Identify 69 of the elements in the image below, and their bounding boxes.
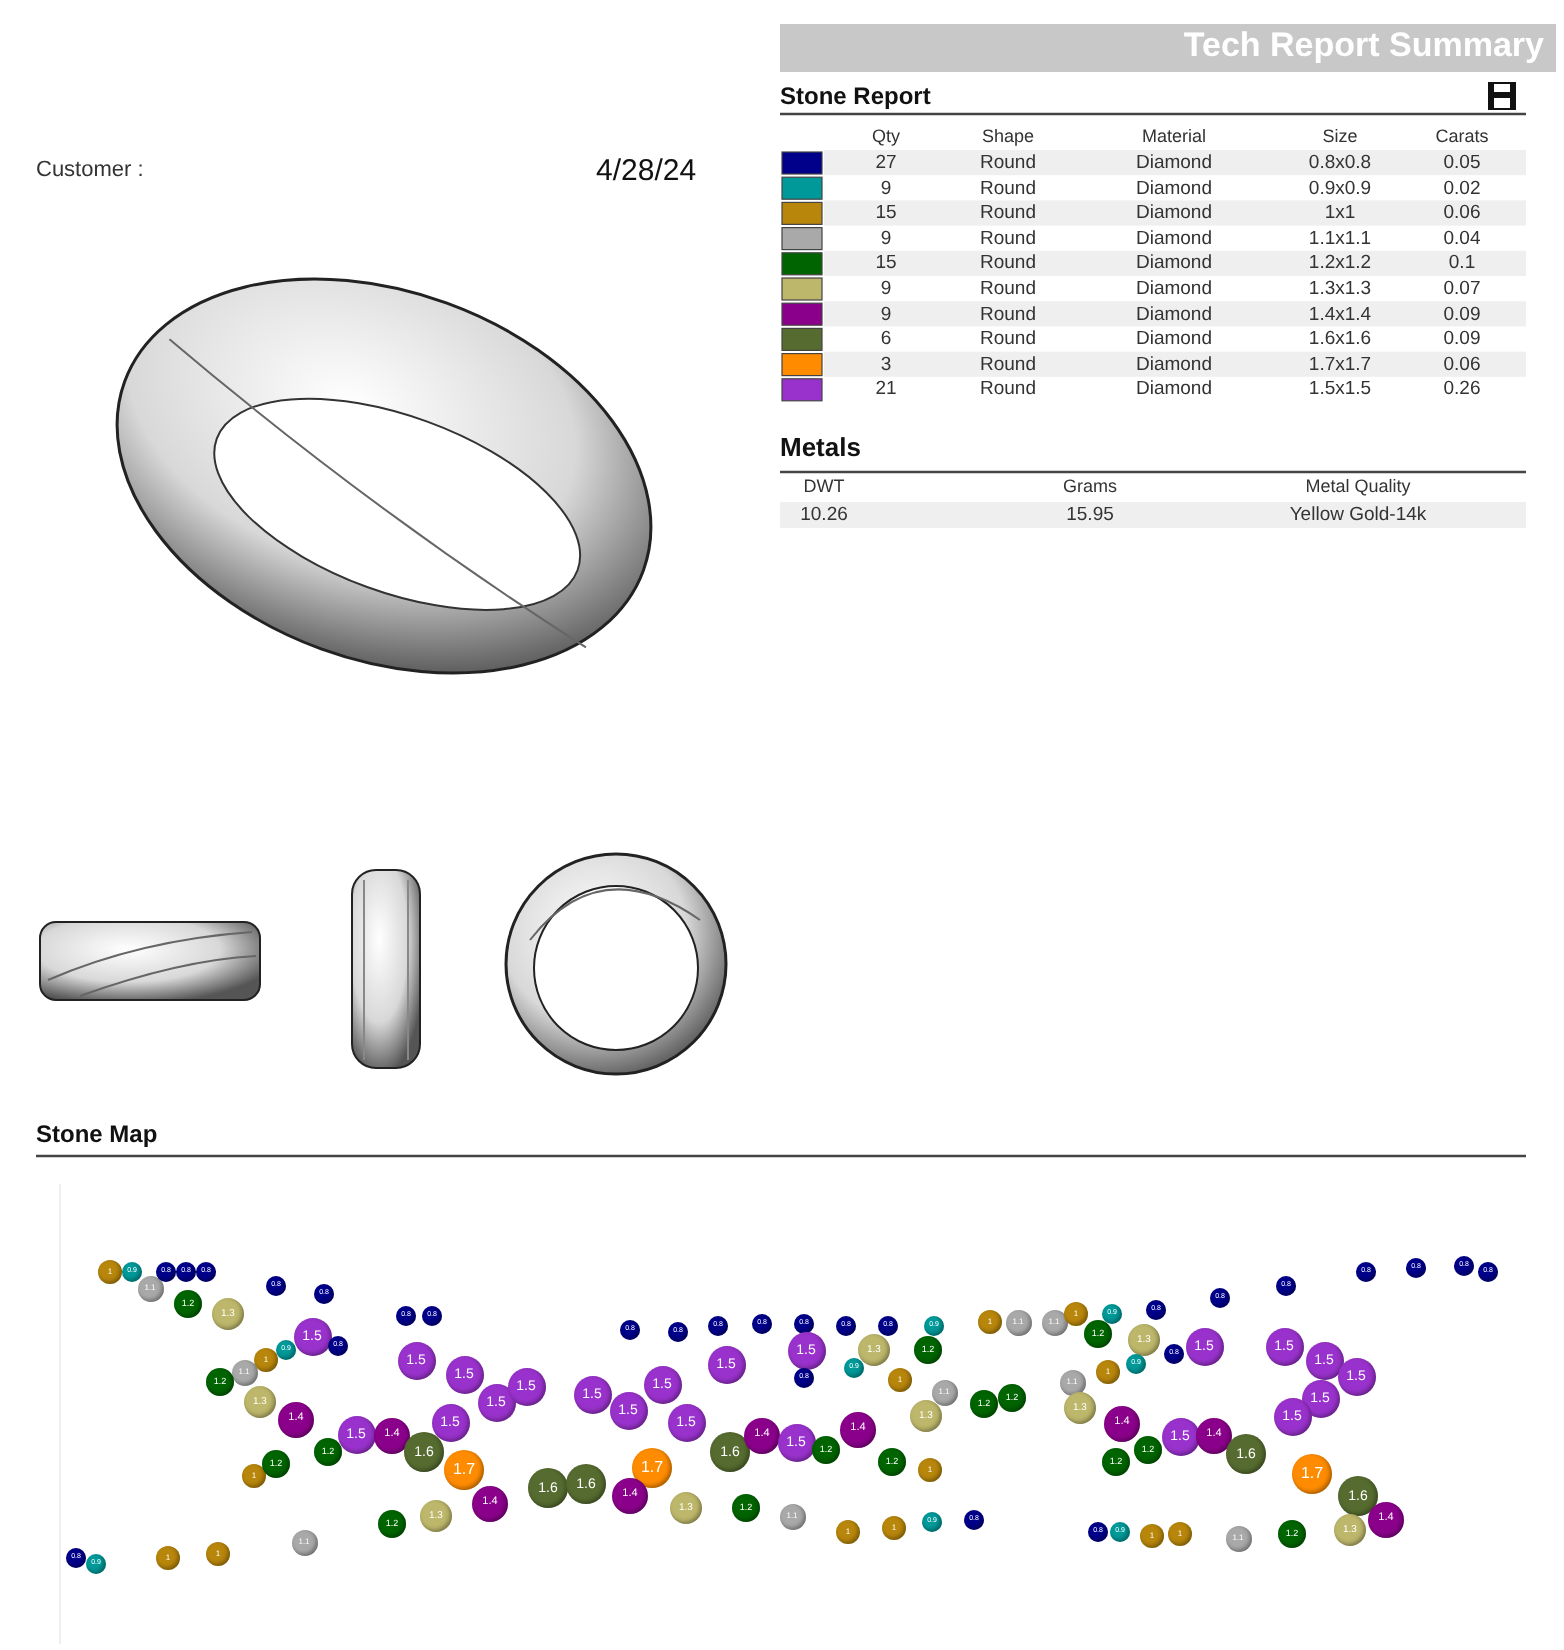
table-cell: Round [980, 353, 1036, 376]
table-cell: 1.2x1.2 [1308, 252, 1372, 275]
table-cell: Diamond [1135, 177, 1213, 200]
table-cell: Round [980, 378, 1036, 401]
table-cell: 27 [875, 152, 897, 174]
column-header: Carats [1435, 126, 1489, 146]
column-header: Metal Quality [1305, 476, 1411, 496]
table-cell: 0.04 [1443, 227, 1481, 250]
table-cell: 0.09 [1443, 303, 1481, 326]
table-cell: 0.06 [1443, 353, 1481, 376]
table-cell: Diamond [1135, 227, 1213, 250]
table-cell: 1.1x1.1 [1308, 227, 1372, 250]
table-cell: 9 [880, 278, 892, 300]
stone-marker: 1.7 [444, 1450, 484, 1490]
table-cell: Diamond [1135, 328, 1213, 351]
table-cell: 21 [875, 378, 897, 401]
table-cell: 0.05 [1443, 152, 1481, 174]
table-cell: 1x1 [1324, 202, 1356, 225]
stone-marker: 1.7 [632, 1448, 672, 1488]
table-cell: Diamond [1135, 278, 1213, 300]
table-cell: Round [980, 278, 1036, 300]
table-cell: 9 [880, 227, 892, 250]
date-text: 4/28/24 [596, 154, 697, 188]
table-cell: 6 [880, 328, 892, 351]
table-cell: 15 [875, 252, 897, 275]
table-cell: 0.02 [1443, 177, 1481, 200]
column-header: Material [1142, 126, 1206, 146]
column-header: Shape [981, 126, 1035, 146]
table-cell: 15.95 [1066, 504, 1114, 526]
column-header: Grams [1063, 476, 1117, 496]
table-cell: Round [980, 252, 1036, 275]
table-cell: 0.1 [1448, 252, 1476, 275]
table-cell: Round [980, 328, 1036, 351]
table-cell: Round [980, 202, 1036, 225]
table-cell: 0.26 [1443, 378, 1481, 401]
field-label: Customer : [36, 158, 144, 182]
table-cell: 10.26 [800, 504, 848, 526]
table-cell: Yellow Gold-14k [1289, 504, 1427, 526]
table-cell: 0.8x0.8 [1308, 152, 1372, 174]
table-cell: Round [980, 177, 1036, 200]
table-cell: 1.3x1.3 [1308, 278, 1372, 300]
table-cell: 9 [880, 177, 892, 200]
table-cell: 0.09 [1443, 328, 1481, 351]
table-cell: 1.5x1.5 [1308, 378, 1372, 401]
table-cell: Diamond [1135, 252, 1213, 275]
table-cell: Round [980, 303, 1036, 326]
table-cell: 1.4x1.4 [1308, 303, 1372, 326]
table-cell: Round [980, 227, 1036, 250]
column-header: Qty [872, 126, 900, 146]
table-cell: 3 [880, 353, 892, 376]
table-cell: 15 [875, 202, 897, 225]
table-cell: Diamond [1135, 152, 1213, 174]
table-cell: 0.9x0.9 [1308, 177, 1372, 200]
column-header: DWT [803, 476, 845, 496]
column-header: Size [1322, 126, 1358, 146]
section-heading: Metals [780, 432, 861, 462]
stone-marker: 1.7 [1292, 1454, 1332, 1494]
table-cell: Diamond [1135, 353, 1213, 376]
table-cell: Diamond [1135, 303, 1213, 326]
section-heading: Stone Map [36, 1120, 158, 1148]
table-cell: Round [980, 152, 1036, 174]
table-cell: Diamond [1135, 202, 1213, 225]
table-cell: 1.6x1.6 [1308, 328, 1372, 351]
table-cell: 1.7x1.7 [1308, 353, 1372, 376]
section-heading: Stone Report [780, 82, 931, 110]
table-cell: 0.06 [1443, 202, 1481, 225]
table-cell: Diamond [1135, 378, 1213, 401]
table-cell: 0.07 [1443, 278, 1481, 300]
table-cell: 9 [880, 303, 892, 326]
